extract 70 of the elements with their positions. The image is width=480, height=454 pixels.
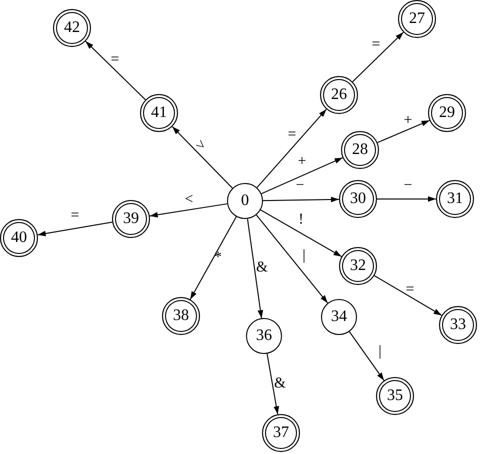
edge-label: &	[256, 260, 268, 276]
state-number: 35	[387, 388, 403, 404]
state-number: 30	[350, 191, 366, 207]
edge-label: +	[404, 114, 412, 128]
state-number: 38	[173, 308, 189, 324]
state-number: 34	[331, 309, 347, 325]
state-number: 36	[256, 328, 272, 344]
edge-label: =	[70, 208, 80, 224]
edge-label: <	[184, 192, 194, 208]
accept-state-circle	[140, 94, 178, 132]
edge-label: =	[288, 128, 296, 142]
accept-state-circle	[398, 0, 436, 38]
edge-label: *	[214, 250, 222, 266]
arrow	[376, 120, 430, 144]
accept-state-circle	[428, 94, 466, 132]
edge-label: =	[406, 282, 414, 298]
accept-state-circle	[53, 9, 91, 47]
edge-label: !	[298, 212, 304, 228]
accept-state-circle	[341, 131, 379, 169]
edge-label: |	[378, 344, 382, 360]
edge-label: =	[110, 52, 120, 68]
arrow	[37, 222, 113, 236]
edge-label: −	[404, 178, 412, 194]
arrow	[262, 196, 340, 202]
arrow	[85, 40, 146, 100]
edge-label: >	[192, 138, 208, 154]
accept-state-circle	[262, 414, 300, 452]
edge-label: +	[298, 154, 306, 170]
arrow	[348, 331, 384, 381]
arrow	[190, 216, 237, 300]
accept-state-circle	[439, 306, 477, 344]
state-circle	[246, 318, 282, 354]
accept-state-circle	[376, 377, 414, 415]
state-number: 28	[352, 142, 368, 158]
state-number: 39	[123, 211, 139, 227]
state-number: 26	[331, 87, 347, 103]
accept-state-circle	[112, 200, 150, 238]
arrow	[149, 203, 228, 218]
edge-label: −	[296, 178, 304, 194]
state-number: 33	[450, 317, 466, 333]
state-number: 29	[439, 105, 455, 121]
arrow	[374, 275, 442, 316]
state-number: 41	[151, 105, 167, 121]
edge-label: &	[274, 376, 286, 392]
arrow	[260, 157, 344, 194]
arrow	[256, 214, 328, 304]
arrow	[376, 196, 436, 202]
arrow	[172, 126, 233, 189]
arrow	[266, 353, 280, 415]
edge-label: |	[302, 248, 306, 264]
accept-state-circle	[436, 180, 474, 218]
accept-state-circle	[162, 297, 200, 335]
accept-state-circle	[339, 180, 377, 218]
arrow	[260, 209, 342, 258]
state-circle	[227, 183, 263, 219]
arrow	[352, 32, 404, 82]
state-circle	[321, 299, 357, 335]
edge-label: =	[372, 38, 380, 52]
state-number: 40	[11, 230, 27, 246]
accept-state-circle	[339, 247, 377, 285]
accept-state-circle	[320, 76, 358, 114]
state-number: 32	[350, 258, 366, 274]
arrow	[247, 218, 264, 319]
state-number: 31	[447, 191, 463, 207]
state-number: 27	[409, 11, 425, 27]
state-number: 0	[241, 193, 249, 209]
state-number: 42	[64, 20, 80, 36]
state-number: 37	[273, 425, 289, 441]
arrow	[256, 108, 327, 188]
accept-state-circle	[0, 219, 38, 257]
